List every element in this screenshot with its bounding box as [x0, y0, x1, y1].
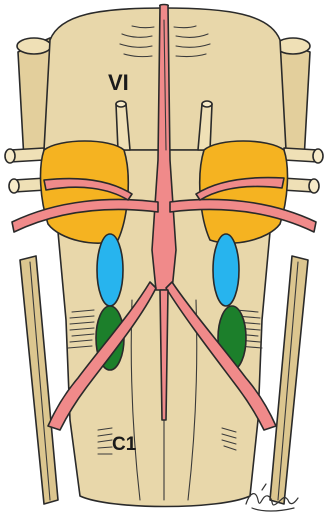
right-lateral-columns — [270, 256, 308, 504]
label-vi: VI — [108, 70, 129, 95]
right-blue-structure — [213, 234, 239, 306]
anterior-spinal-artery — [160, 290, 168, 420]
left-blue-structure — [97, 234, 123, 306]
label-c1: C1 — [112, 434, 137, 455]
left-lateral-columns — [20, 256, 58, 504]
